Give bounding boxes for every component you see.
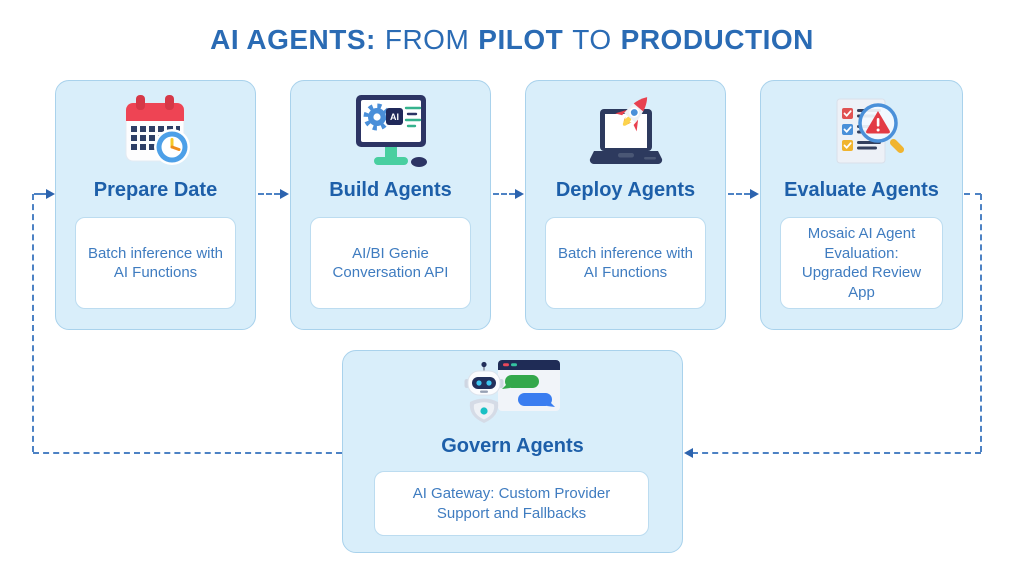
card-detail-text: AI Gateway: Custom Provider Support and …: [412, 485, 611, 522]
robot-chat-icon: [343, 357, 682, 427]
title-part: TO: [572, 24, 612, 55]
card-evaluate-agents: Evaluate Agents Mosaic AI Agent Evaluati…: [760, 80, 963, 330]
card-title: Build Agents: [329, 179, 452, 201]
arrowhead-into-prepare: [46, 189, 55, 199]
connector-bottom-right: [692, 452, 981, 454]
connector-build-to-deploy: [493, 193, 515, 195]
card-detail-box: Batch inference with AI Functions: [545, 217, 706, 309]
connector-right-vertical: [980, 194, 982, 452]
card-detail-text: Batch inference with AI Functions: [557, 244, 694, 282]
connector-left-vertical: [32, 194, 34, 452]
card-govern-agents: Govern Agents AI Gateway: Custom Provide…: [342, 350, 683, 553]
card-title: Govern Agents: [441, 435, 584, 457]
card-build-agents: AI Build Agents AI/BI Genie Conversation…: [290, 80, 491, 330]
title-part: AI AGENTS:: [210, 24, 376, 55]
card-title: Deploy Agents: [555, 179, 696, 201]
connector-deploy-to-evaluate: [728, 193, 750, 195]
connector-evaluate-right-stub: [964, 193, 981, 195]
arrowhead-into-deploy: [515, 189, 524, 199]
title-part: PRODUCTION: [620, 24, 814, 55]
card-detail-box: Batch inference with AI Functions: [75, 217, 236, 309]
laptop-rocket-icon: [526, 87, 725, 177]
checklist-magnifier-alert-icon: [761, 87, 962, 177]
title-part: PILOT: [478, 24, 564, 55]
card-title: Prepare Date: [93, 179, 218, 201]
connector-prepare-to-build: [258, 193, 280, 195]
card-detail-text: Batch inference with AI Functions: [87, 244, 224, 282]
page-title: AI AGENTS: FROM PILOT TO PRODUCTION: [0, 24, 1024, 56]
title-part: FROM: [384, 24, 470, 55]
card-detail-text: AI/BI Genie Conversation API: [332, 244, 449, 282]
arrowhead-into-evaluate: [750, 189, 759, 199]
calendar-clock-icon: [56, 87, 255, 177]
card-title: Evaluate Agents: [784, 179, 939, 201]
connector-left-stub: [34, 193, 46, 195]
ai-monitor-icon: AI: [291, 87, 490, 177]
card-prepare-date: Prepare Date Batch inference with AI Fun…: [55, 80, 256, 330]
connector-bottom-left: [33, 452, 342, 454]
arrowhead-into-build: [280, 189, 289, 199]
card-deploy-agents: Deploy Agents Batch inference with AI Fu…: [525, 80, 726, 330]
svg-text:AI: AI: [390, 112, 399, 122]
card-detail-box: Mosaic AI Agent Evaluation: Upgraded Rev…: [780, 217, 943, 309]
card-detail-box: AI Gateway: Custom Provider Support and …: [374, 471, 649, 536]
card-detail-text: Mosaic AI Agent Evaluation: Upgraded Rev…: [801, 225, 922, 301]
card-detail-box: AI/BI Genie Conversation API: [310, 217, 471, 309]
arrowhead-into-govern: [684, 448, 693, 458]
